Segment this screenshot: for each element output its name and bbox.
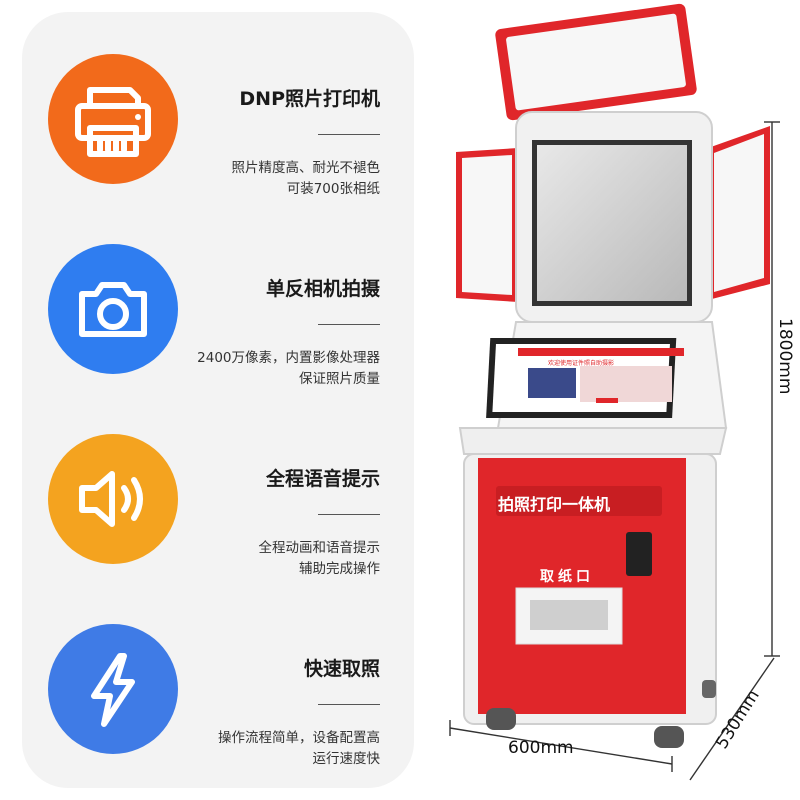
height-dimension: 1800mm xyxy=(775,318,795,395)
lightning-icon xyxy=(48,624,178,754)
divider xyxy=(318,704,380,705)
desc-line: 保证照片质量 xyxy=(299,371,380,387)
paper-slot-label: 取纸口 xyxy=(540,569,594,585)
divider xyxy=(318,134,380,135)
left-light-panel xyxy=(456,148,518,302)
feature-title: DNP照片打印机 xyxy=(239,88,380,110)
printer-icon xyxy=(48,54,178,184)
desc-line: 2400万像素，内置影像处理器 xyxy=(197,350,380,366)
feature-fast: 快速取照 操作流程简单，设备配置高 运行速度快 xyxy=(22,588,414,778)
feature-desc: 全程动画和语音提示 辅助完成操作 xyxy=(259,538,381,580)
desc-line: 操作流程简单，设备配置高 xyxy=(218,730,380,746)
kiosk-banner: 拍照打印一体机 xyxy=(498,495,611,514)
desc-line: 全程动画和语音提示 xyxy=(258,540,381,556)
desc-line: 可装700张相纸 xyxy=(286,181,380,197)
feature-desc: 2400万像素，内置影像处理器 保证照片质量 xyxy=(197,348,380,390)
screen-heading: 欢迎使用证件照自助摄影 xyxy=(548,360,615,367)
feature-camera: 单反相机拍摄 2400万像素，内置影像处理器 保证照片质量 xyxy=(22,208,414,398)
divider xyxy=(318,514,380,515)
feature-title: 全程语音提示 xyxy=(265,468,380,490)
right-light-panel xyxy=(708,126,770,300)
camera-icon xyxy=(48,244,178,374)
feature-title: 快速取照 xyxy=(303,658,380,680)
speaker-icon xyxy=(48,434,178,564)
divider xyxy=(318,324,380,325)
feature-voice: 全程语音提示 全程动画和语音提示 辅助完成操作 xyxy=(22,398,414,588)
desc-line: 辅助完成操作 xyxy=(299,561,380,577)
top-light-panel xyxy=(495,3,697,121)
feature-desc: 照片精度高、耐光不褪色 可装700张相纸 xyxy=(232,158,381,200)
kiosk-illustration: 拍照打印一体机 取纸口 欢迎使用证件照自助摄影 600mm 1800mm 530… xyxy=(420,0,800,800)
desc-line: 运行速度快 xyxy=(312,751,381,767)
kiosk-drawing xyxy=(449,3,780,781)
dimension-lines xyxy=(449,121,780,781)
desc-line: 照片精度高、耐光不褪色 xyxy=(231,160,381,176)
feature-panel: DNP照片打印机 照片精度高、耐光不褪色 可装700张相纸 单反相机拍摄 240… xyxy=(22,12,414,788)
feature-printer: DNP照片打印机 照片精度高、耐光不褪色 可装700张相纸 xyxy=(22,18,414,208)
width-dimension: 600mm xyxy=(508,738,574,758)
feature-desc: 操作流程简单，设备配置高 运行速度快 xyxy=(218,728,380,770)
feature-title: 单反相机拍摄 xyxy=(265,278,380,300)
